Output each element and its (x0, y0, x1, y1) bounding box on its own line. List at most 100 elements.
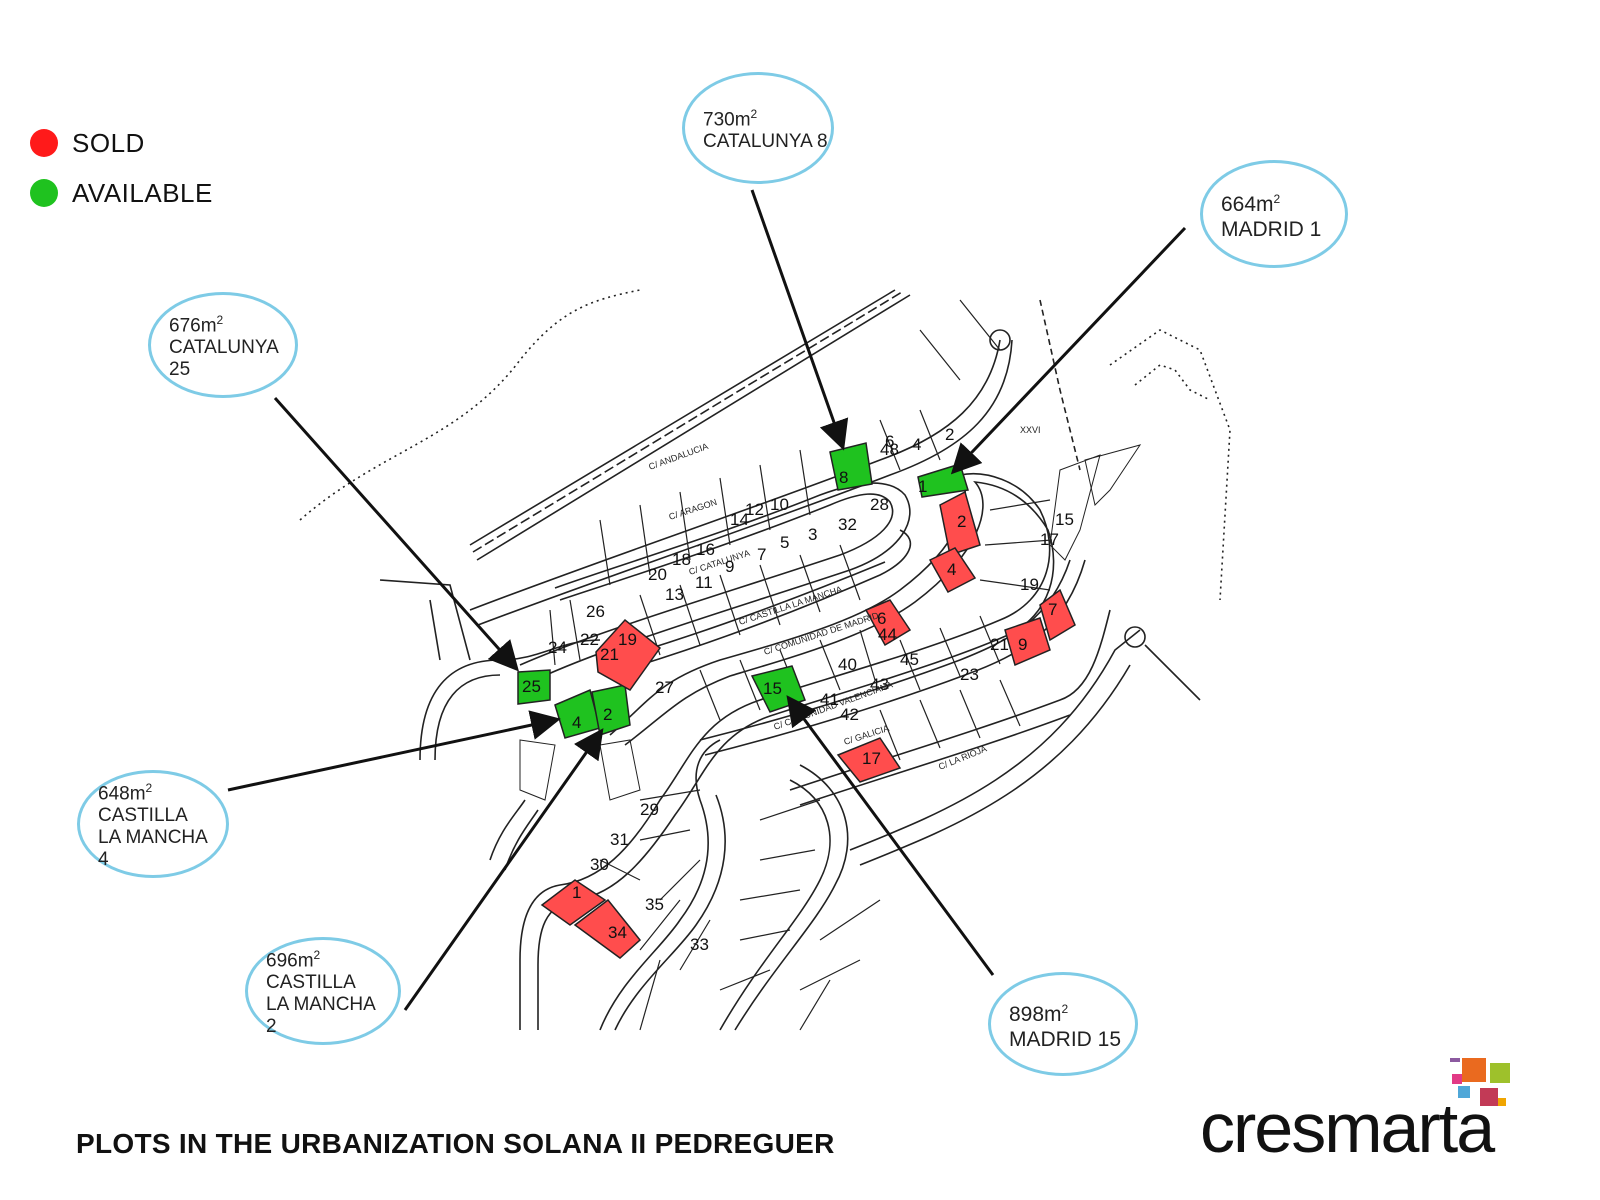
plot-sold (540, 879, 607, 926)
plot-number: 2 (603, 705, 612, 724)
callout-castilla-4[interactable]: 648m2 CASTILLA LA MANCHA 4 (77, 770, 229, 878)
callout-madrid-1[interactable]: 664m2 MADRID 1 (1200, 160, 1348, 268)
plot-number: 42 (840, 705, 859, 724)
street-label-andalucia: C/ ANDALUCIA (647, 441, 709, 472)
callout-madrid-15[interactable]: 898m2 MADRID 15 (988, 972, 1138, 1076)
plot-number: 19 (1020, 575, 1039, 594)
plot-number: 15 (1055, 510, 1074, 529)
plot-number: 32 (838, 515, 857, 534)
street-catalunya (534, 482, 911, 681)
legend: SOLD AVAILABLE (30, 118, 213, 218)
street-left (429, 599, 441, 661)
street-left (379, 579, 471, 661)
cul-de-sac (1124, 626, 1146, 648)
street-lower (734, 764, 849, 1031)
callout-catalunya-8[interactable]: 730m2 CATALUNYA 8 (682, 72, 834, 184)
plot-number: 21 (600, 645, 619, 664)
plot-number: 45 (900, 650, 919, 669)
plot-sold (928, 547, 977, 593)
plot-sold (573, 898, 642, 959)
plot-number: 20 (648, 565, 667, 584)
plot-sold (595, 618, 662, 691)
callout-area: 648m2 (98, 780, 153, 805)
terrain-boundary (1039, 299, 1081, 471)
sold-dot-icon (30, 129, 58, 157)
street-lower (719, 779, 831, 1031)
arrow-catalunya-25 (273, 397, 519, 672)
street-madrid (519, 473, 1051, 1030)
available-dot-icon (30, 179, 58, 207)
plot-number: 4 (947, 560, 956, 579)
callout-plot-name: CATALUNYA 8 (703, 131, 828, 153)
arrow-catalunya-8 (750, 189, 849, 451)
plot-number: 8 (839, 468, 848, 487)
plot-number: 18 (672, 550, 691, 569)
callout-area-value: 898m (1009, 1002, 1062, 1026)
plot-number: 1 (918, 477, 927, 496)
street-aragon (477, 339, 1013, 626)
plot-number: 29 (640, 800, 659, 819)
plot-number: 16 (696, 540, 715, 559)
street-label-madrid: C/ COMUNIDAD DE MADRID (763, 610, 881, 657)
callout-castilla-2[interactable]: 696m2 CASTILLA LA MANCHA 2 (245, 937, 401, 1045)
legend-available: AVAILABLE (30, 168, 213, 218)
street-rioja (849, 629, 1141, 851)
plot-number: 33 (690, 935, 709, 954)
logo-squares-icon (1450, 1058, 1510, 1106)
callout-catalunya-25[interactable]: 676m2 CATALUNYA 25 (148, 292, 298, 398)
plot-number: 26 (586, 602, 605, 621)
street-madrid (537, 481, 1055, 1030)
plot-number: 5 (780, 533, 789, 552)
street-rioja (1144, 644, 1201, 701)
callout-area: 676m2 (169, 312, 224, 337)
plot-number: 44 (878, 625, 897, 644)
callout-area-value: 648m (98, 783, 146, 805)
plot-number: 6 (877, 609, 886, 628)
plot-number: 17 (1040, 530, 1059, 549)
arrow-madrid-15 (786, 695, 995, 976)
callout-area-value: 664m (1221, 192, 1274, 216)
callout-area: 730m2 (703, 106, 758, 131)
terrain-boundary (299, 289, 641, 521)
terrain-boundary (1134, 364, 1211, 401)
plot-number: 4 (572, 713, 581, 732)
terrain-boundary (1109, 329, 1231, 601)
zone-label: XXVI (1020, 425, 1041, 435)
street-castilla (644, 561, 886, 651)
plot-number: 24 (548, 638, 567, 657)
plot-number: 27 (655, 678, 674, 697)
hatched-area (519, 444, 1142, 801)
plot-number: 23 (960, 665, 979, 684)
plot-number: 7 (757, 545, 766, 564)
callout-plot-name: MADRID 15 (1009, 1027, 1122, 1051)
plot-number: 28 (870, 495, 889, 514)
plot-sold (836, 737, 902, 783)
plot-castilla-2[interactable] (591, 684, 631, 736)
street-castilla (639, 529, 912, 666)
plot-number: 15 (763, 679, 782, 698)
callout-plot-name: MADRID 1 (1221, 217, 1322, 241)
plots-sold (540, 490, 1076, 959)
street-label-aragon: C/ ARAGON (668, 497, 719, 522)
legend-available-label: AVAILABLE (72, 177, 213, 208)
street-lower (614, 794, 726, 1031)
street-rioja (859, 664, 1131, 866)
callout-area: 664m2 (1221, 191, 1281, 216)
plot-number: 9 (725, 557, 734, 576)
plot-sold (1039, 588, 1076, 642)
plot-number: 6 (885, 432, 894, 451)
plot-sold (939, 490, 981, 556)
plot-number: 10 (770, 495, 789, 514)
plot-catalunya-8[interactable] (829, 442, 873, 491)
cresmarta-logo: cresmarta (1200, 1058, 1540, 1178)
callout-area-value: 676m (169, 315, 217, 337)
plot-number: 30 (590, 855, 609, 874)
callout-area-value: 696m (266, 950, 314, 972)
plot-number: 31 (610, 830, 629, 849)
arrow-madrid-1 (950, 226, 1187, 475)
plot-number: 9 (1018, 635, 1027, 654)
plot-catalunya-25[interactable] (517, 669, 551, 705)
page-title: PLOTS IN THE URBANIZATION SOLANA II PEDR… (76, 1128, 835, 1159)
arrow-castilla-2 (403, 728, 604, 1011)
legend-sold-label: SOLD (72, 127, 145, 158)
